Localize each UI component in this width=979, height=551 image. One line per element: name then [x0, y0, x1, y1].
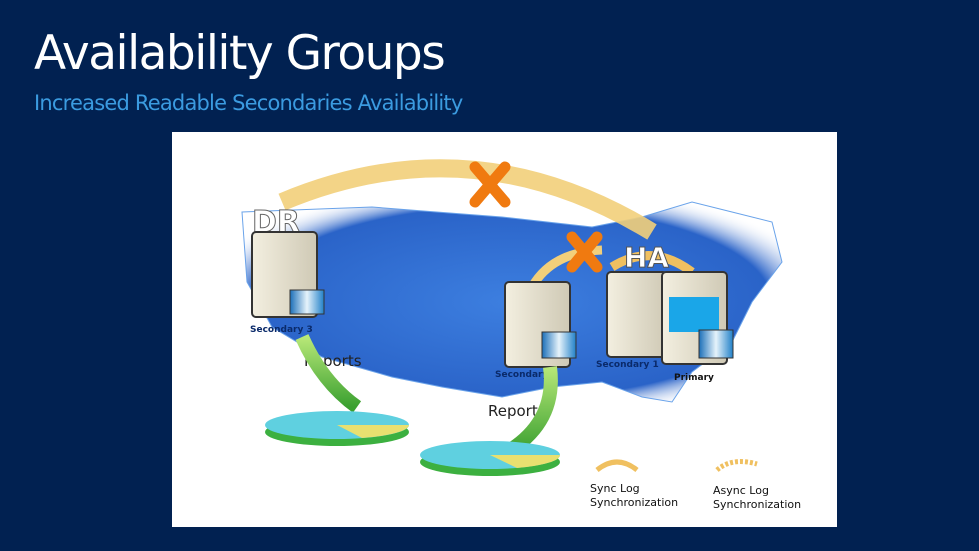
node-label: Secondary 3 — [250, 325, 313, 335]
legend-sync-line1: Sync Log — [590, 482, 640, 495]
pie-chart-icon — [420, 441, 561, 476]
pie-chart-icon — [265, 411, 409, 446]
async-legend-icon — [715, 459, 758, 472]
ha-label: HA — [624, 241, 669, 274]
node-label: Secondary 1 — [596, 360, 659, 370]
node-label: Primary — [674, 373, 714, 383]
sync-legend-icon — [595, 459, 639, 473]
legend-async-line1: Async Log — [713, 484, 769, 497]
legend-async-line2: Synchronization — [713, 498, 801, 511]
slide-title: Availability Groups — [34, 26, 446, 81]
slide-subtitle: Increased Readable Secondaries Availabil… — [34, 91, 463, 115]
reports-arrow-1 — [295, 334, 362, 413]
node-label: Secondary 2 — [495, 370, 558, 380]
legend-sync-line2: Synchronization — [590, 496, 678, 509]
sync-arrow-ha — [609, 251, 695, 276]
server-primary: Primary — [661, 271, 734, 383]
server-secondary-2: Secondary 2 — [495, 281, 577, 380]
failure-x-icon — [469, 161, 603, 273]
async-arrow — [278, 159, 657, 240]
server-secondary-1: Secondary 1 — [596, 271, 668, 370]
availability-diagram: DR HA Secondary 3 Secondary 2 Secondary … — [172, 132, 837, 527]
server-secondary-3: Secondary 3 — [250, 231, 325, 335]
reports-label-2: Reports — [488, 402, 546, 420]
